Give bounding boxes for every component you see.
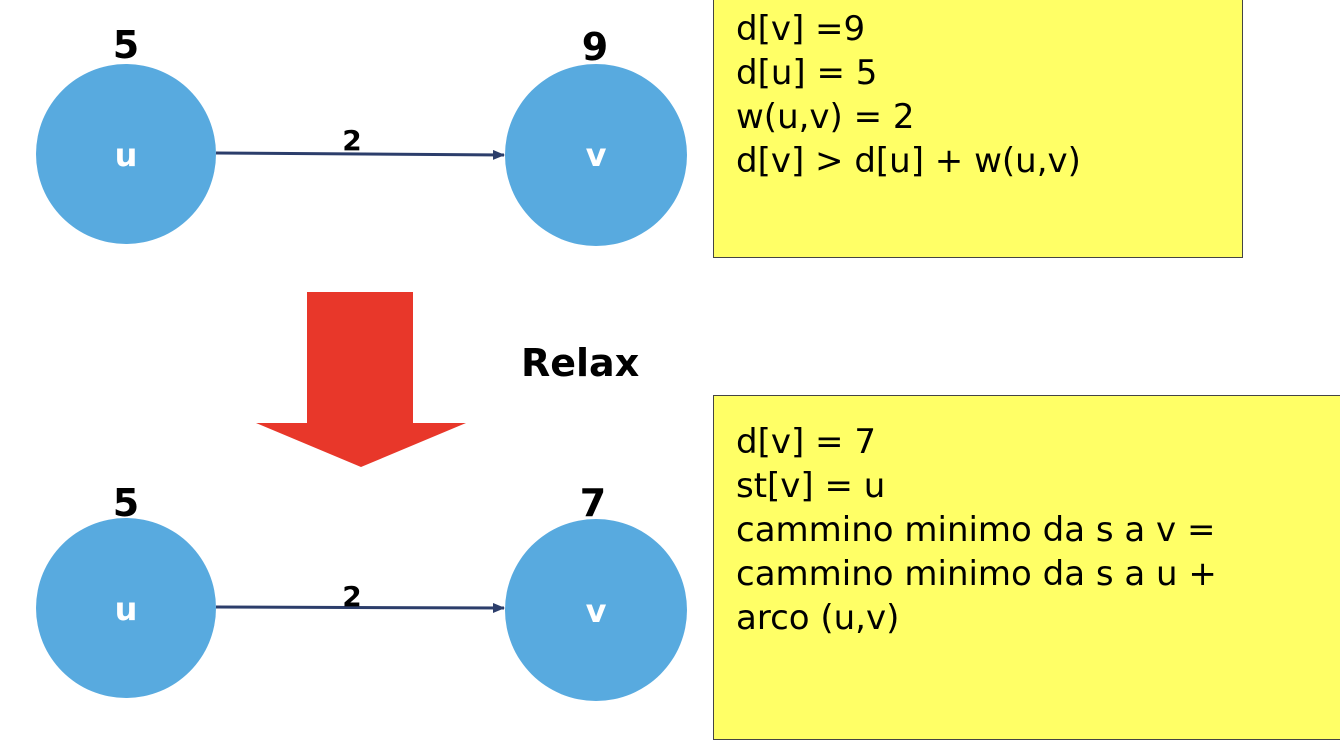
relax-arrow-icon <box>256 292 466 467</box>
condition-note-line: w(u,v) = 2 <box>736 97 915 137</box>
condition-note-line: d[u] = 5 <box>736 53 878 93</box>
node-u-after-label: u <box>115 590 138 628</box>
node-u-before <box>36 64 216 244</box>
condition-note-line: d[v] > d[u] + w(u,v) <box>736 141 1081 181</box>
result-note-line: st[v] = u <box>736 466 886 506</box>
result-note-line: cammino minimo da s a u + <box>736 554 1217 594</box>
relax-label: Relax <box>521 341 639 385</box>
result-note-line: d[v] = 7 <box>736 422 876 462</box>
edge-u-v-before-weight: 2 <box>342 124 361 157</box>
edge-u-v-before <box>215 149 505 160</box>
result-note-line: cammino minimo da s a v = <box>736 510 1216 550</box>
result-note: d[v] = 7 st[v] = u cammino minimo da s a… <box>713 395 1340 740</box>
node-v-before <box>505 64 687 246</box>
node-u-after <box>36 518 216 698</box>
result-note-line: arco (u,v) <box>736 598 900 638</box>
edge-u-v-after <box>215 602 505 613</box>
relax-transition: Relax <box>256 292 639 467</box>
edge-u-v-after-weight: 2 <box>342 580 361 613</box>
node-u-after-distance: 5 <box>113 481 139 525</box>
node-v-after <box>505 519 687 701</box>
graph-after: u 5 2 v 7 <box>36 481 687 701</box>
node-u-before-label: u <box>115 136 138 174</box>
node-v-before-label: v <box>586 136 607 174</box>
condition-note: d[v] =9 d[u] = 5 w(u,v) = 2 d[v] > d[u] … <box>713 0 1243 258</box>
graph-before: u 5 2 v 9 <box>36 23 687 246</box>
node-v-after-label: v <box>586 592 607 630</box>
node-v-after-distance: 7 <box>580 481 606 525</box>
node-u-before-distance: 5 <box>113 23 139 67</box>
condition-note-line: d[v] =9 <box>736 9 866 49</box>
node-v-before-distance: 9 <box>582 25 608 69</box>
